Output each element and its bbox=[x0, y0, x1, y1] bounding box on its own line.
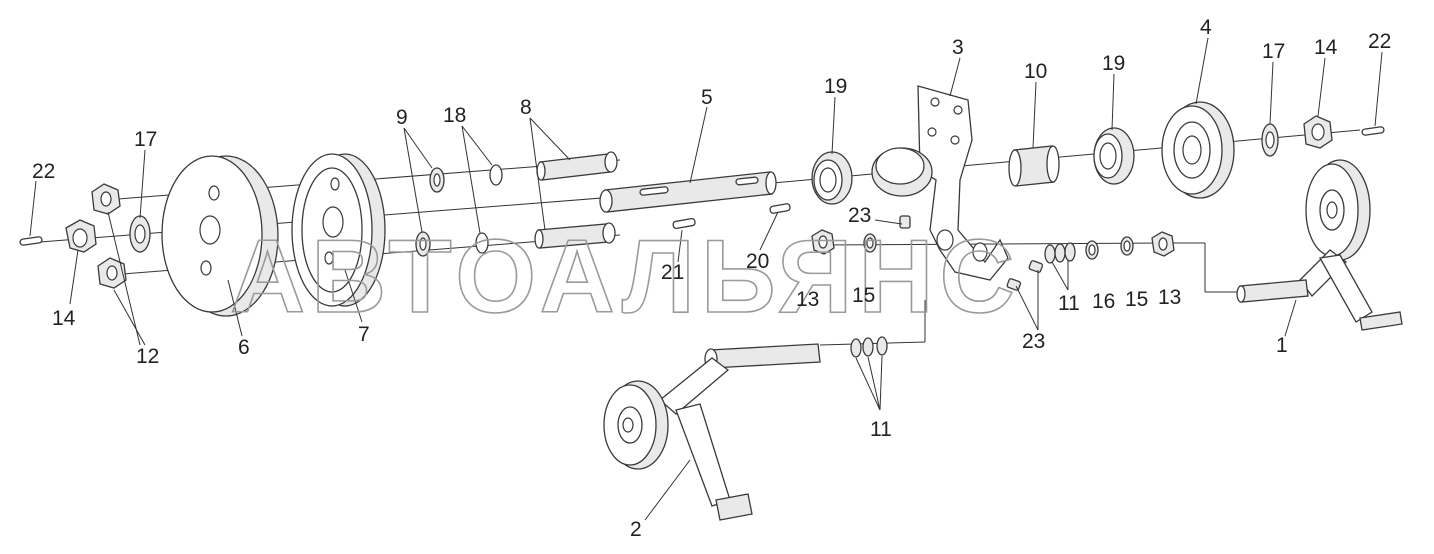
watermark: АВТОАЛЬЯНС bbox=[230, 219, 1021, 335]
washer-9-upper bbox=[429, 167, 445, 193]
bearing-19-right bbox=[1093, 127, 1135, 185]
set-screw-lower-a bbox=[1028, 260, 1044, 273]
callout-9: 9 bbox=[396, 106, 408, 129]
callout-19-right: 19 bbox=[1102, 52, 1125, 75]
callout-14-left: 14 bbox=[52, 307, 76, 330]
callout-17-left: 17 bbox=[134, 128, 157, 151]
callout-6: 6 bbox=[238, 336, 250, 359]
callout-23-lower: 23 bbox=[1022, 330, 1045, 353]
callout-13-right: 13 bbox=[1158, 286, 1181, 309]
callout-4: 4 bbox=[1200, 16, 1212, 39]
bushing-10 bbox=[1008, 145, 1060, 187]
callout-labels: 22 17 14 12 6 7 9 18 8 5 21 20 19 3 10 1… bbox=[32, 16, 1391, 541]
key-20 bbox=[769, 203, 791, 214]
callout-10: 10 bbox=[1024, 60, 1047, 83]
callout-18: 18 bbox=[443, 104, 466, 127]
pulley-part-7 bbox=[291, 153, 386, 307]
nut-left bbox=[65, 219, 97, 253]
washer-15-left bbox=[863, 233, 877, 253]
washer-16 bbox=[1085, 240, 1099, 260]
washer-left bbox=[129, 215, 151, 253]
cotter-pin-right bbox=[1361, 126, 1385, 136]
washer-15-right bbox=[1120, 236, 1134, 256]
callout-8: 8 bbox=[520, 96, 532, 119]
tensioner-arm-part-1 bbox=[1236, 159, 1403, 331]
callout-5: 5 bbox=[701, 86, 713, 109]
callout-15-right: 15 bbox=[1125, 288, 1148, 311]
callout-7: 7 bbox=[358, 323, 370, 346]
callout-17-right: 17 bbox=[1262, 40, 1285, 63]
callout-1: 1 bbox=[1276, 334, 1288, 357]
cotter-pin-left bbox=[19, 236, 43, 246]
pulley-part-4 bbox=[1161, 101, 1235, 199]
callout-12: 12 bbox=[136, 345, 159, 368]
washer-set-11-upper bbox=[1044, 242, 1076, 264]
leader-lines bbox=[29, 37, 1383, 521]
set-screw-upper bbox=[899, 215, 911, 229]
nut-upper bbox=[91, 183, 121, 215]
stud-pin-lower bbox=[534, 222, 616, 249]
pulley-part-6 bbox=[161, 155, 279, 317]
callout-2: 2 bbox=[630, 518, 642, 541]
callout-16: 16 bbox=[1092, 290, 1115, 313]
callout-11-upper: 11 bbox=[1058, 292, 1080, 315]
nut-13-right bbox=[1151, 231, 1175, 257]
snap-ring-upper bbox=[489, 164, 503, 186]
washer-9-lower bbox=[415, 231, 431, 257]
main-shaft bbox=[599, 171, 777, 213]
bracket-part-3 bbox=[871, 85, 1009, 281]
nut-13-left bbox=[811, 229, 835, 255]
bearing-19-left bbox=[811, 151, 853, 205]
callout-13-left: 13 bbox=[796, 288, 819, 311]
nut-right bbox=[1303, 115, 1333, 149]
washer-set-11-lower bbox=[850, 336, 888, 358]
callout-14-right: 14 bbox=[1314, 36, 1338, 59]
stud-pin-upper bbox=[536, 151, 618, 181]
callout-19-left: 19 bbox=[824, 75, 847, 98]
washer-right bbox=[1261, 123, 1279, 157]
callout-3: 3 bbox=[952, 36, 964, 59]
tensioner-arm-part-2 bbox=[603, 343, 821, 521]
callout-11-lower: 11 bbox=[870, 418, 892, 441]
callout-22-right: 22 bbox=[1368, 30, 1391, 53]
callout-22-left: 22 bbox=[32, 160, 55, 183]
callout-20: 20 bbox=[746, 250, 769, 273]
snap-ring-lower bbox=[475, 232, 489, 254]
callout-23-upper: 23 bbox=[848, 204, 871, 227]
callout-21: 21 bbox=[661, 261, 684, 284]
nut-lower bbox=[97, 257, 127, 289]
callout-15-left: 15 bbox=[852, 284, 875, 307]
key-21 bbox=[672, 217, 696, 230]
